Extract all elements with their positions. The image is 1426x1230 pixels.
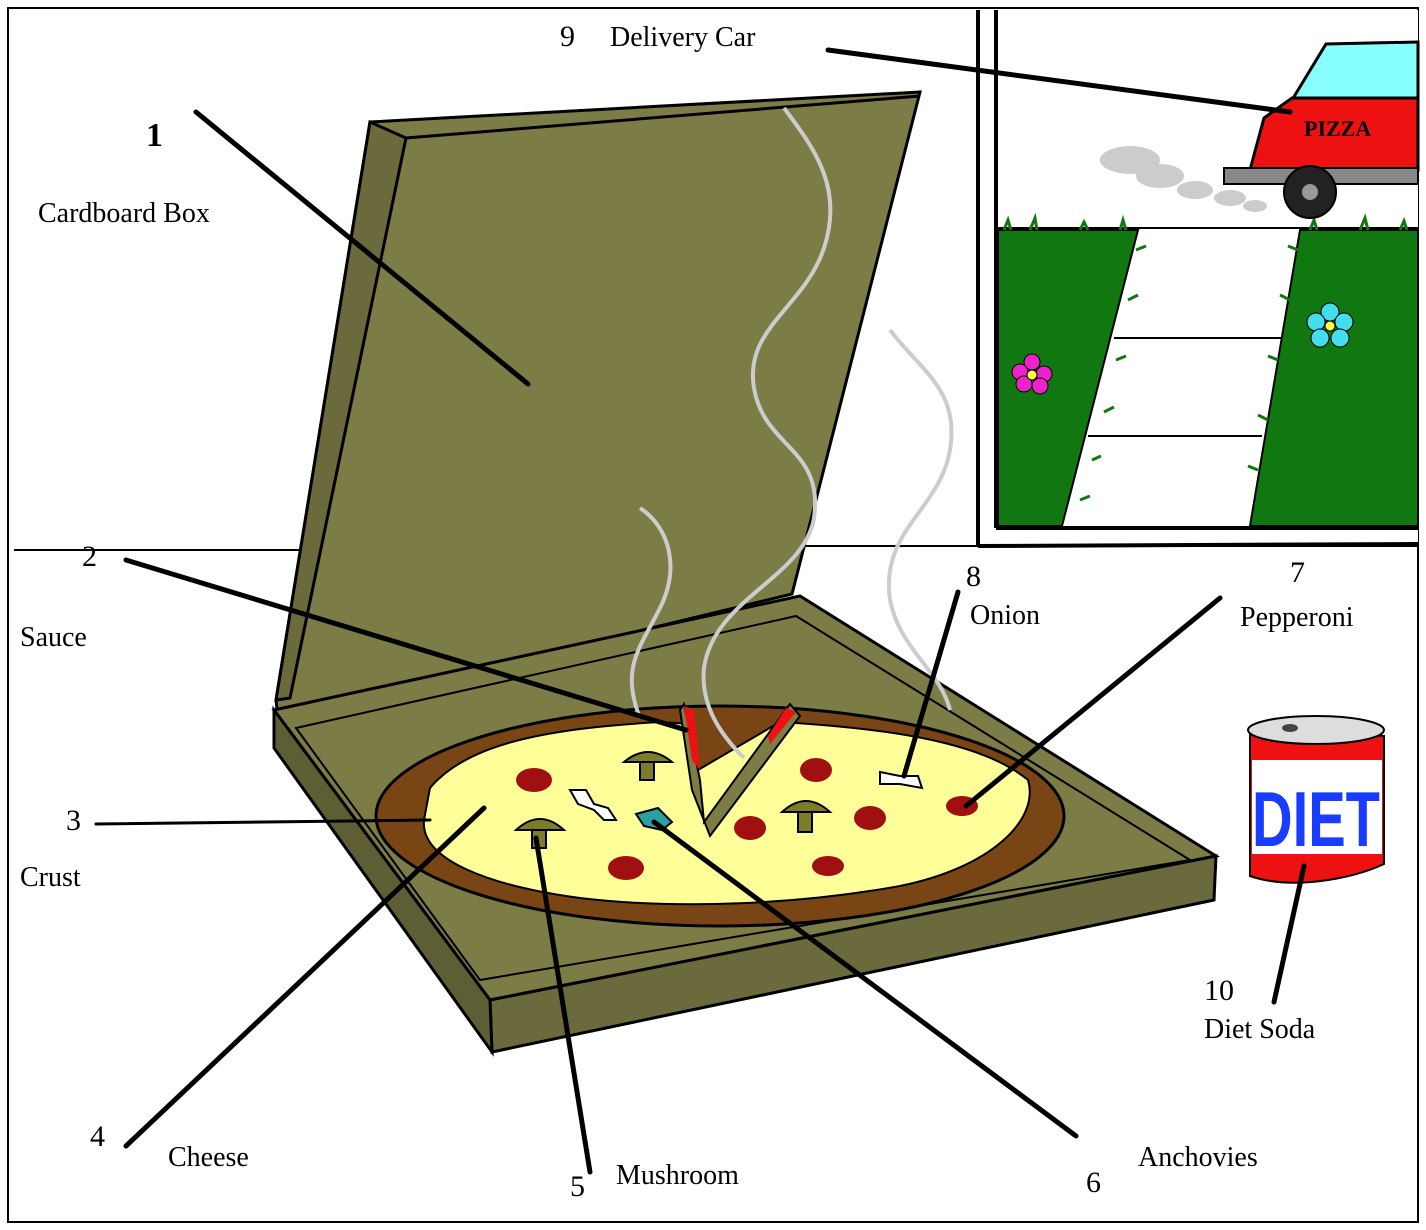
leader-3 xyxy=(94,818,432,826)
label-number-7: 7 xyxy=(1290,556,1305,589)
diet-soda-can: DIET xyxy=(1247,715,1385,884)
label-number-6: 6 xyxy=(1086,1166,1101,1199)
anchovy-piece xyxy=(634,806,674,832)
exhaust-smoke xyxy=(1100,146,1267,212)
label-number-9: 9 xyxy=(560,20,575,53)
label-name-2: Sauce xyxy=(20,622,87,653)
label-number-5: 5 xyxy=(570,1170,585,1203)
onion-piece xyxy=(879,770,924,790)
car-sign-text: PIZZA xyxy=(1304,116,1371,141)
label-name-1: Cardboard Box xyxy=(38,198,210,229)
label-name-7: Pepperoni xyxy=(1240,602,1354,633)
label-name-4: Cheese xyxy=(168,1142,249,1173)
window-scene: PIZZA xyxy=(976,10,1420,548)
leader-4 xyxy=(123,805,487,1149)
label-number-2: 2 xyxy=(82,540,97,573)
leader-10 xyxy=(1271,863,1307,1005)
leader-5 xyxy=(533,835,593,1175)
leader-8 xyxy=(901,589,961,779)
label-number-4: 4 xyxy=(90,1120,105,1153)
box-lid-edge xyxy=(274,119,408,702)
lawn-right xyxy=(1248,229,1419,527)
label-number-1: 1 xyxy=(146,117,163,154)
onion-piece xyxy=(568,789,618,821)
flower-blue xyxy=(1306,302,1354,369)
can-label-text: DIET xyxy=(1252,775,1380,863)
label-number-3: 3 xyxy=(66,804,81,837)
label-name-6: Anchovies xyxy=(1138,1142,1258,1173)
mushroom-group xyxy=(513,751,833,849)
label-number-8: 8 xyxy=(966,560,981,593)
steam xyxy=(629,106,954,760)
box-base-left xyxy=(272,705,494,1057)
leader-1 xyxy=(193,109,531,387)
label-name-5: Mushroom xyxy=(616,1160,739,1191)
pepperoni-group xyxy=(516,758,978,880)
label-number-10: 10 xyxy=(1204,974,1234,1007)
delivery-car: PIZZA xyxy=(1223,40,1420,219)
leader-lines xyxy=(94,47,1307,1175)
label-name-3: Crust xyxy=(20,862,81,893)
pizza xyxy=(374,701,1066,928)
leader-6 xyxy=(651,819,1079,1139)
labels: 1 Cardboard Box 2 Sauce 3 Crust 4 Cheese… xyxy=(20,20,1354,1203)
can-top xyxy=(1247,715,1385,745)
leader-9 xyxy=(825,47,1293,115)
lawn-left xyxy=(997,229,1140,527)
leader-7 xyxy=(963,595,1223,809)
label-name-10: Diet Soda xyxy=(1204,1014,1316,1045)
leader-2 xyxy=(123,557,689,733)
flower-pink xyxy=(1011,353,1070,411)
label-name-8: Onion xyxy=(970,600,1040,631)
diagram-border xyxy=(7,7,1419,1223)
label-name-9: Delivery Car xyxy=(610,22,756,53)
